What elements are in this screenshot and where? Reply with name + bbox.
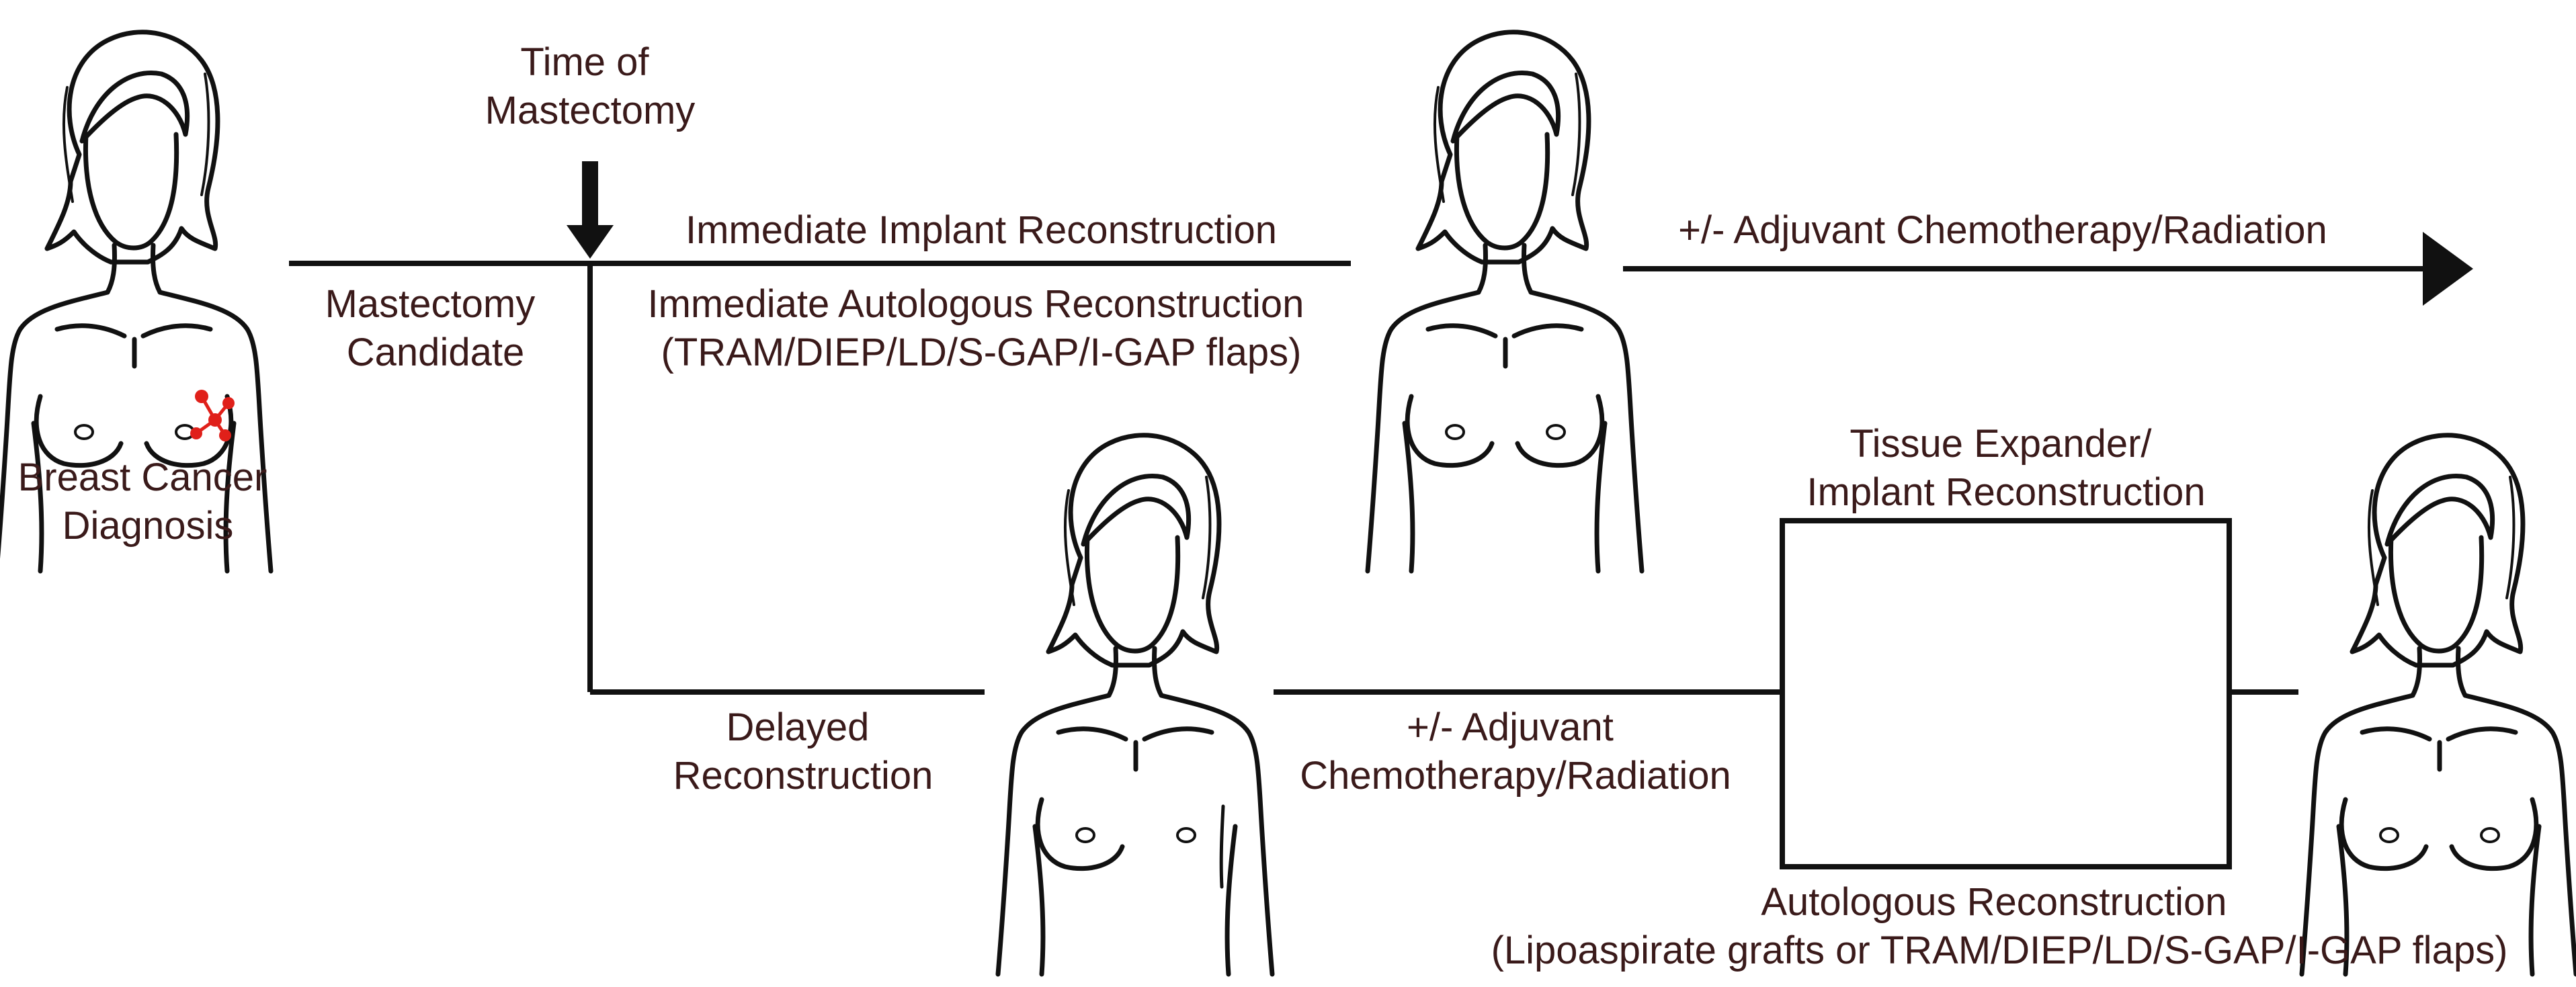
label-immediate-implant: Immediate Implant Reconstruction xyxy=(685,208,1277,252)
label-autologous-delayed: Autologous Reconstruction (Lipoaspirate … xyxy=(1491,880,2508,972)
figure-diagnosis xyxy=(0,32,271,571)
figure-final-reconstruction xyxy=(2302,435,2576,974)
down-arrow-icon xyxy=(567,225,614,259)
label-delayed-reconstruction: Delayed Reconstruction xyxy=(673,705,933,798)
reconstruction-box xyxy=(1780,518,2232,869)
label-breast-cancer-diagnosis: Breast Cancer Diagnosis xyxy=(18,456,278,548)
figure-immediate-reconstruction xyxy=(1368,32,1642,571)
arrowhead-right-icon xyxy=(2423,232,2473,306)
label-tissue-expander: Tissue Expander/ Implant Reconstruction xyxy=(1806,422,2205,514)
tumor-icon xyxy=(190,390,235,441)
label-immediate-autologous: Immediate Autologous Reconstruction (TRA… xyxy=(647,282,1315,374)
label-time-of-mastectomy: Time of Mastectomy xyxy=(485,40,696,132)
figure-delayed-reconstruction xyxy=(998,435,1272,974)
label-mastectomy-candidate: Mastectomy Candidate xyxy=(325,282,546,374)
label-adjuvant-top: +/- Adjuvant Chemotherapy/Radiation xyxy=(1678,208,2327,252)
label-adjuvant-bottom: +/- Adjuvant Chemotherapy/Radiation xyxy=(1300,705,1731,798)
mastectomy-arrow-shaft xyxy=(582,161,598,232)
